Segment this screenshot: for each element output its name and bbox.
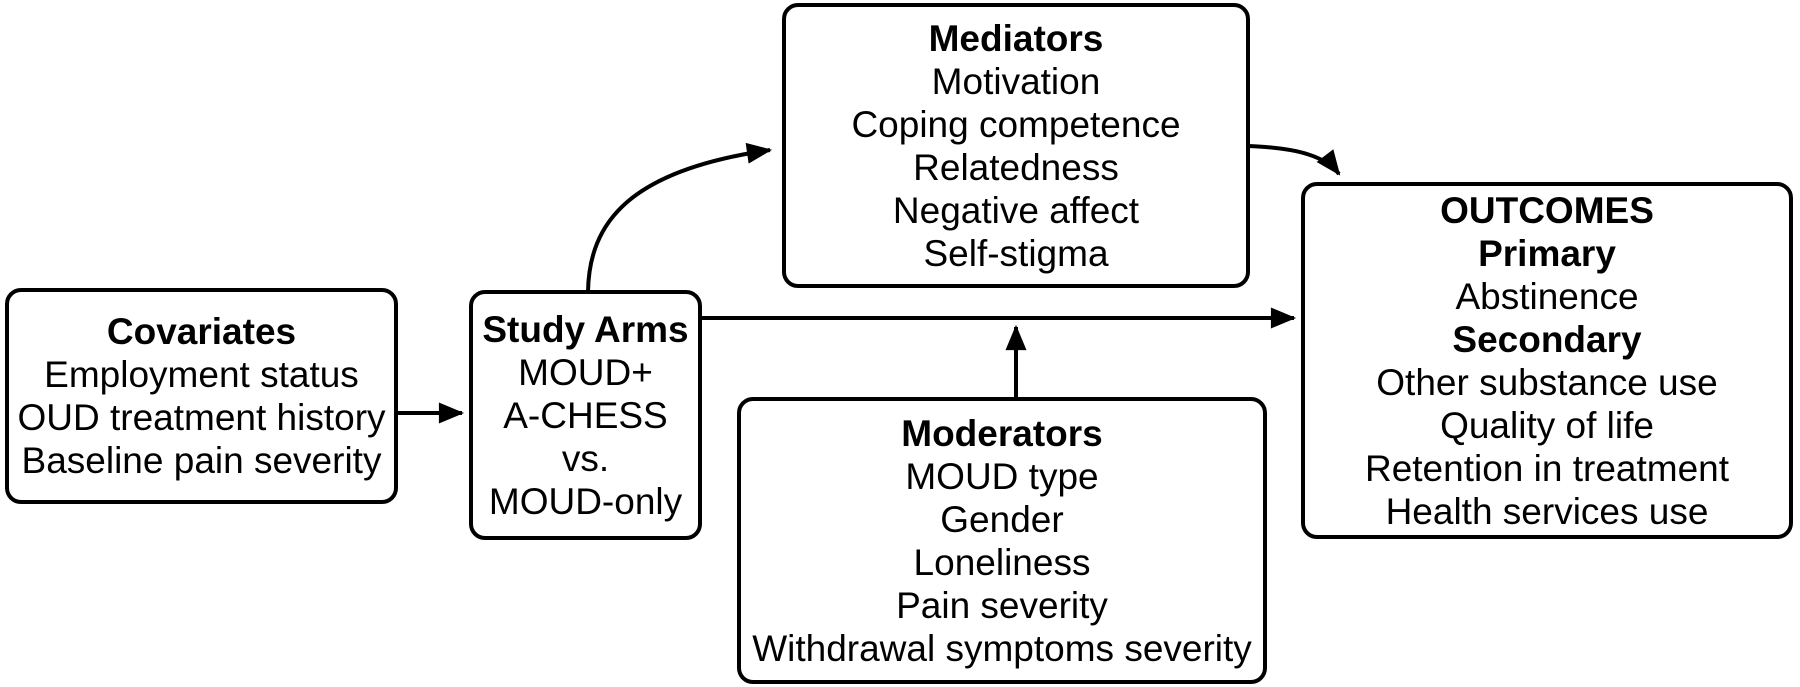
- moderators-title: Moderators: [901, 412, 1103, 454]
- covariates-title: Covariates: [106, 311, 297, 352]
- outcomes-box: OUTCOMES Primary Abstinence Secondary Ot…: [1301, 182, 1793, 539]
- study-arms-box: Study Arms MOUD+ A-CHESS vs. MOUD-only: [469, 290, 702, 540]
- mediators-box: Mediators Motivation Coping competence R…: [782, 3, 1250, 288]
- outcomes-primary-item: Abstinence: [1455, 275, 1639, 317]
- mediators-title: Mediators: [928, 17, 1104, 59]
- moderators-item: Withdrawal symptoms severity: [752, 627, 1252, 669]
- outcomes-title: OUTCOMES: [1440, 189, 1654, 231]
- covariates-item: Employment status: [44, 354, 359, 395]
- moderators-item: Loneliness: [913, 541, 1091, 583]
- moderators-box: Moderators MOUD type Gender Loneliness P…: [737, 397, 1267, 684]
- study-arms-item: MOUD-only: [488, 480, 683, 522]
- covariates-box: Covariates Employment status OUD treatme…: [5, 288, 398, 504]
- arrow-mediators-to-outcomes: [1247, 144, 1341, 176]
- mediators-item: Coping competence: [851, 103, 1181, 145]
- moderators-item: Gender: [940, 498, 1064, 540]
- outcomes-secondary-item: Other substance use: [1376, 361, 1718, 403]
- outcomes-secondary-label: Secondary: [1452, 318, 1642, 360]
- outcomes-primary-label: Primary: [1478, 232, 1616, 274]
- outcomes-secondary-item: Quality of life: [1440, 404, 1654, 446]
- study-arms-item: MOUD+: [518, 351, 653, 393]
- outcomes-secondary-item: Health services use: [1385, 490, 1709, 532]
- outcomes-secondary-item: Retention in treatment: [1364, 447, 1730, 489]
- mediators-item: Relatedness: [913, 146, 1119, 188]
- mediators-item: Self-stigma: [923, 232, 1109, 274]
- moderators-item: Pain severity: [896, 584, 1108, 626]
- mediators-item: Motivation: [931, 60, 1101, 102]
- mediators-item: Negative affect: [892, 189, 1140, 231]
- study-arms-title: Study Arms: [482, 308, 689, 350]
- arrow-study-arms-to-mediators: [586, 142, 773, 293]
- study-arms-item: A-CHESS: [503, 394, 668, 436]
- study-arms-item: vs.: [561, 437, 610, 479]
- covariates-item: OUD treatment history: [17, 397, 386, 438]
- covariates-item: Baseline pain severity: [21, 440, 382, 481]
- moderators-item: MOUD type: [905, 455, 1099, 497]
